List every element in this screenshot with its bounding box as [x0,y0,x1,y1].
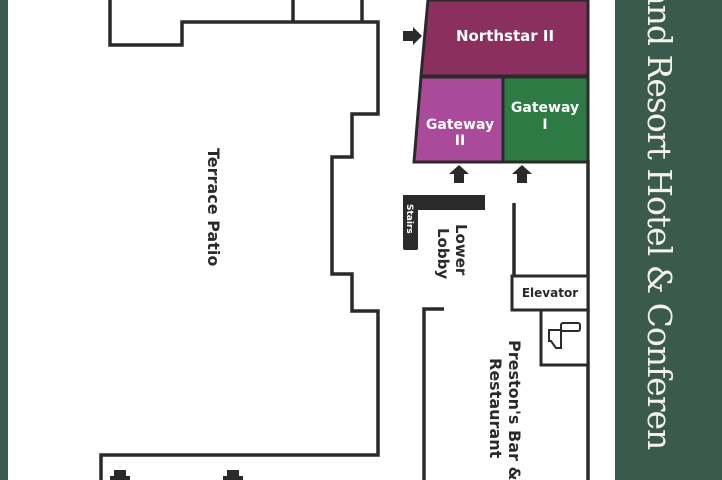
terrace-patio-label: Terrace Patio [204,148,223,266]
stairs-label: Stairs [404,204,414,234]
elevator-label: Elevator [522,286,578,300]
title-band: and Resort Hotel & Conferen [615,0,722,480]
stairs[interactable] [403,195,418,250]
gateway-ii-label: Gateway [426,117,494,133]
restroom-icon [548,322,581,349]
gateway-ii-label-2: II [455,133,465,149]
lower-lobby-label-2: Lobby [434,228,452,279]
restaurant-wall [422,307,444,480]
lower-lobby-label: Lower [452,224,470,276]
arrow-up-icon [449,165,469,183]
arrow-right-icon [403,27,422,45]
room-gateway-i[interactable] [501,75,590,164]
floor-plan: Northstar II Gateway II Gateway I Stairs… [99,0,590,480]
gateway-i-label: Gateway [511,100,579,116]
arrow-icon [110,470,130,480]
prestons-label-2: Restaurant [486,358,505,459]
terrace-wall [99,0,380,480]
arrow-up-icon [512,165,532,183]
hotel-title: and Resort Hotel & Conferen [640,0,679,450]
arrow-icon [223,470,243,480]
northstar-label: Northstar II [456,27,554,45]
prestons-label: Preston's Bar & [505,340,524,480]
stairs-bar [403,195,485,210]
gateway-i-label-2: I [542,117,547,133]
left-border-band [0,0,8,480]
